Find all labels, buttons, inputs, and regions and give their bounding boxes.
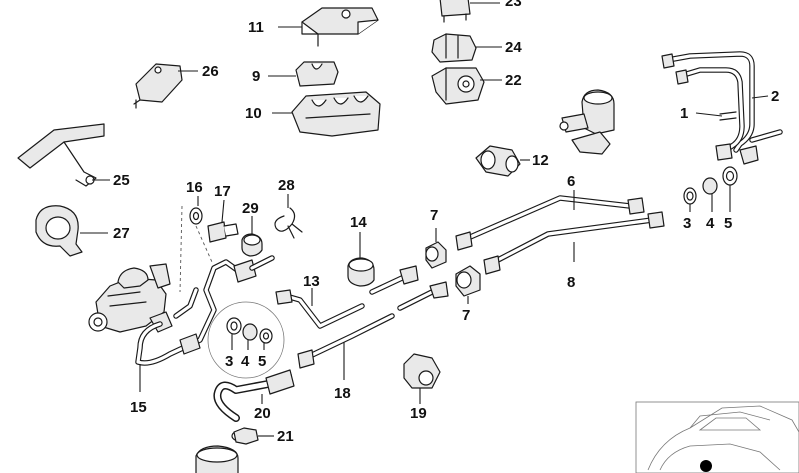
- callout-10: 10: [245, 105, 262, 122]
- callout-1: 1: [680, 105, 688, 122]
- callout-12: 12: [532, 152, 549, 169]
- seal-detail-callout: [207, 301, 285, 379]
- part-16-washer: [189, 196, 203, 225]
- part-20-hose: [213, 369, 295, 422]
- callout-6: 6: [567, 173, 575, 190]
- callout-5-right: 5: [724, 215, 732, 232]
- part-12-fitting: [475, 145, 530, 177]
- callout-20: 20: [254, 405, 271, 422]
- part-23-clip: [439, 0, 500, 23]
- callout-28: 28: [278, 177, 295, 194]
- callout-4-right: 4: [706, 215, 715, 232]
- callout-17: 17: [214, 183, 231, 200]
- part-18-pipe: [297, 313, 395, 380]
- callout-5-detail: 5: [258, 353, 266, 370]
- callout-3-right: 3: [683, 215, 691, 232]
- callout-18: 18: [334, 385, 351, 402]
- part-11-bracket: [278, 7, 379, 47]
- callout-19: 19: [410, 405, 427, 422]
- part-29-bushing: [241, 216, 263, 257]
- part-17-bolt: [207, 199, 239, 243]
- part-27-clamp: [35, 205, 108, 257]
- callout-7-upper: 7: [430, 207, 438, 224]
- part-6-8-pipes: [455, 190, 665, 275]
- reservoir-cut: [195, 445, 239, 473]
- part-24-clip: [431, 33, 502, 63]
- callout-16: 16: [186, 179, 203, 196]
- callout-4-detail: 4: [241, 353, 250, 370]
- part-22-clip: [431, 67, 502, 105]
- callout-11: 11: [248, 19, 264, 36]
- part-28-spring-clip: [274, 194, 303, 239]
- callout-24: 24: [505, 39, 522, 56]
- callout-9: 9: [252, 68, 260, 85]
- part-21-clamp: [231, 427, 274, 445]
- callout-13: 13: [303, 273, 320, 290]
- callout-22: 22: [505, 72, 522, 89]
- callout-29: 29: [242, 200, 259, 217]
- part-1-2-pipe-set: [661, 51, 783, 165]
- callout-14: 14: [350, 214, 367, 231]
- part-13-pipe: [275, 265, 449, 329]
- part-14-grommet: [347, 232, 375, 287]
- pump-assembly: [88, 263, 173, 333]
- guide-line: [195, 225, 213, 263]
- callout-3-detail: 3: [225, 353, 233, 370]
- callout-26: 26: [202, 63, 219, 80]
- part-25-bracket: [17, 123, 110, 187]
- callout-21: 21: [277, 428, 294, 445]
- guide-line: [179, 205, 183, 293]
- vehicle-location-thumbnail: [635, 401, 799, 473]
- part-26-bracket: [133, 63, 198, 109]
- part-7-fitting-lower: [455, 265, 481, 304]
- callout-23: 23: [505, 0, 522, 10]
- location-marker-dot: [700, 460, 712, 472]
- part-10-holder: [272, 91, 381, 137]
- callout-25: 25: [113, 172, 130, 189]
- part-3-5-seals-right: [683, 166, 738, 212]
- part-15-pipe: [135, 255, 275, 392]
- callout-7-lower: 7: [462, 307, 470, 324]
- valve-unit: [559, 89, 615, 155]
- callout-27: 27: [113, 225, 130, 242]
- part-7-fitting-upper: [425, 228, 447, 269]
- callout-15: 15: [130, 399, 147, 416]
- part-9-grommet: [268, 61, 339, 87]
- callout-8: 8: [567, 274, 575, 291]
- callout-2: 2: [771, 88, 779, 105]
- part-19-clip: [403, 353, 441, 404]
